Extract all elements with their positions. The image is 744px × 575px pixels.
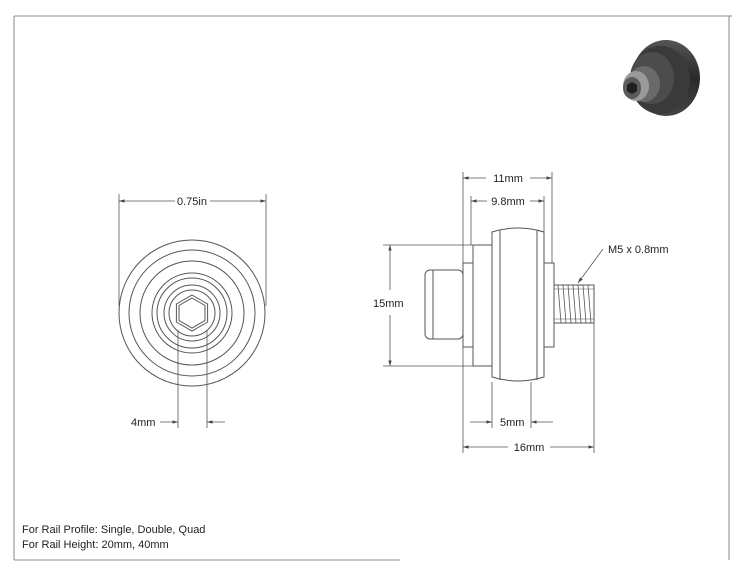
side-overall-dimension bbox=[462, 172, 553, 263]
height-label: 15mm bbox=[373, 298, 404, 310]
front-hex-dimension bbox=[160, 330, 225, 428]
hub-label: 5mm bbox=[500, 417, 524, 429]
front-width-dimension bbox=[118, 194, 267, 306]
front-view bbox=[118, 239, 266, 387]
side-view bbox=[424, 227, 555, 382]
front-width-label: 0.75in bbox=[177, 196, 207, 208]
side-inner-label: 9.8mm bbox=[491, 196, 525, 208]
side-inner-dimension bbox=[470, 196, 545, 245]
side-overall-label: 11mm bbox=[493, 173, 523, 185]
rail-height-note: For Rail Height: 20mm, 40mm bbox=[22, 539, 169, 551]
total-length-dimension bbox=[462, 323, 595, 453]
height-dimension bbox=[383, 244, 473, 367]
front-hex-label: 4mm bbox=[131, 417, 155, 429]
thread-label: M5 x 0.8mm bbox=[608, 244, 669, 256]
isometric-roller-thumbnail bbox=[623, 40, 700, 116]
hub-dimension bbox=[470, 382, 553, 428]
rail-profile-note: For Rail Profile: Single, Double, Quad bbox=[22, 524, 206, 536]
thread-callout bbox=[577, 248, 604, 284]
drawing-frame bbox=[13, 15, 732, 561]
total-length-label: 16mm bbox=[514, 442, 545, 454]
threaded-stud bbox=[553, 284, 595, 324]
